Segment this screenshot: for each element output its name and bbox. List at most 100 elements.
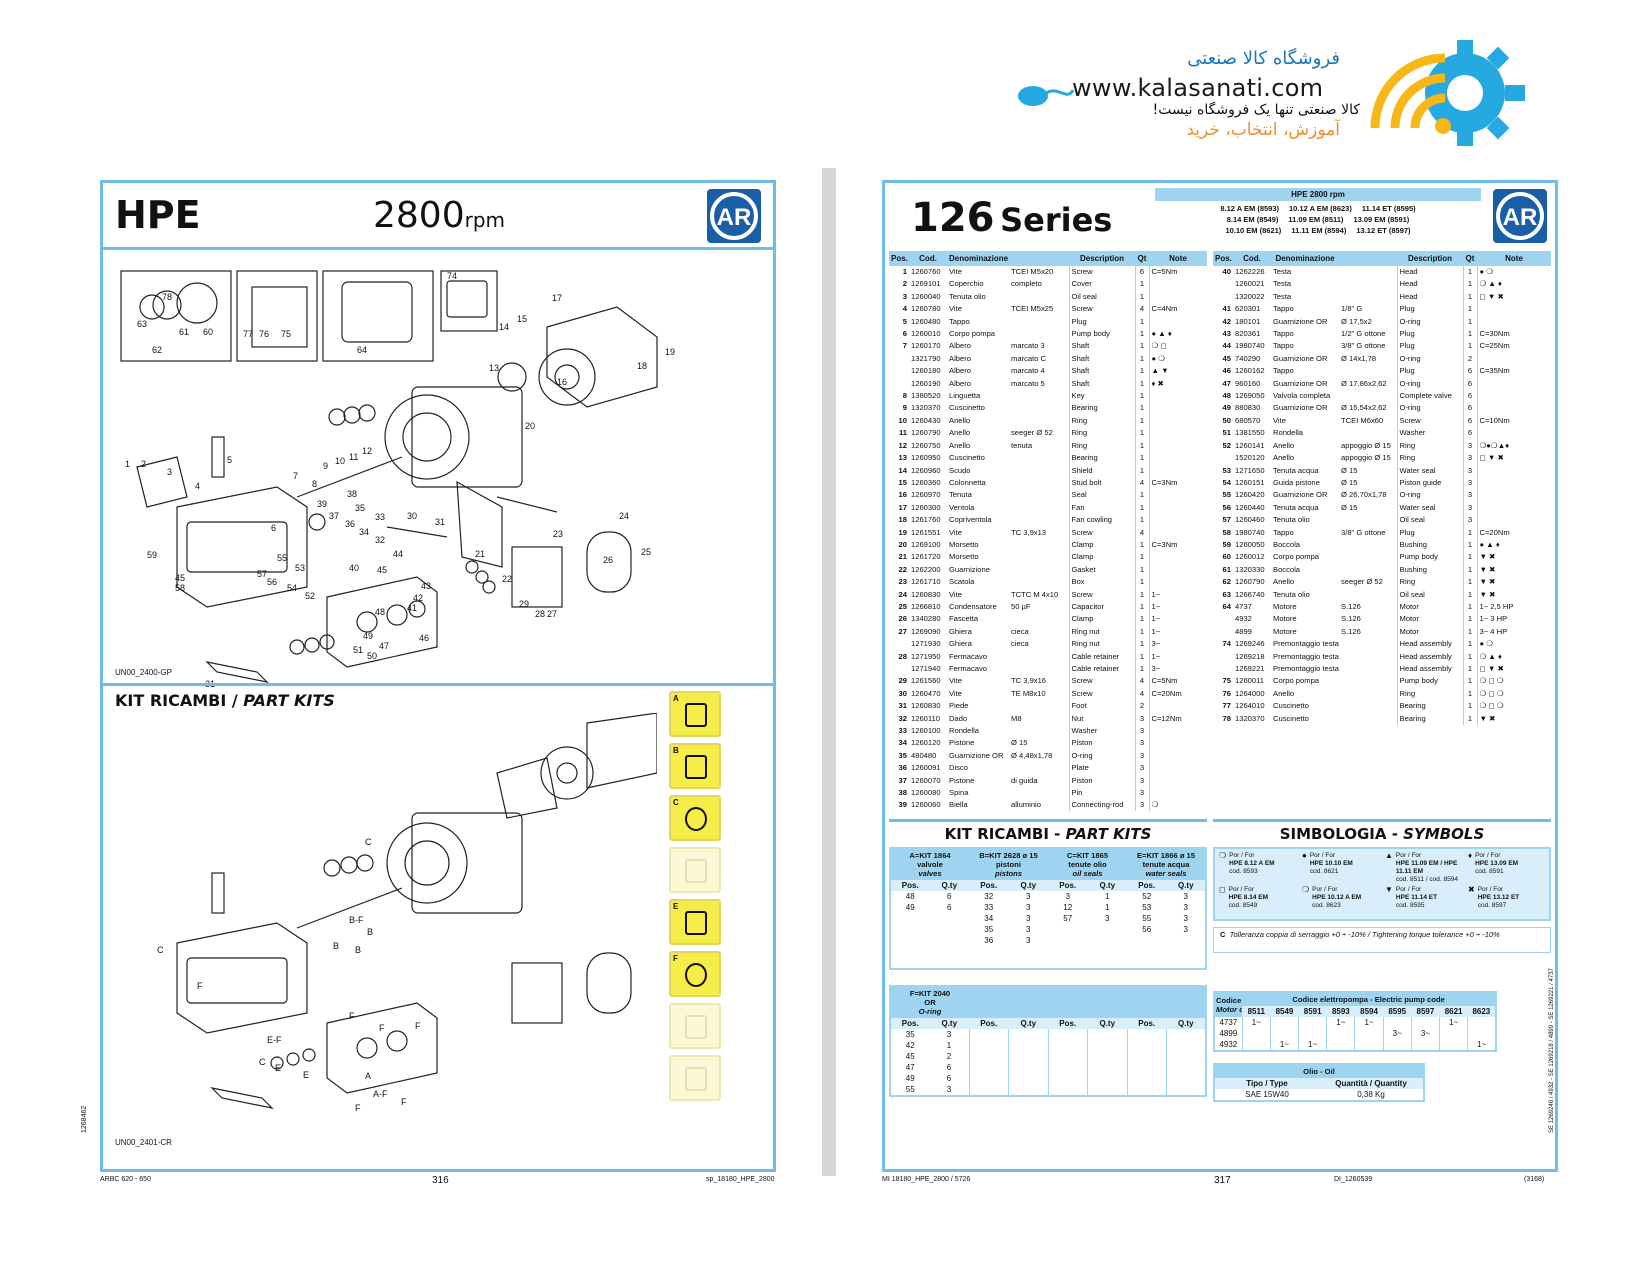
table-cell xyxy=(1476,427,1551,440)
table-cell: 1 xyxy=(1134,290,1149,304)
table-cell xyxy=(1148,464,1207,477)
table-cell: ❍ ◻ xyxy=(1148,340,1207,353)
kit-button-A[interactable]: A xyxy=(669,691,721,737)
table-cell: Ø 14x1,78 xyxy=(1341,353,1377,363)
svg-text:4: 4 xyxy=(195,481,200,491)
motor-cell xyxy=(1241,1039,1271,1051)
table-cell: 3 xyxy=(1462,514,1477,527)
table-cell: completo xyxy=(1011,279,1042,289)
table-cell xyxy=(1009,502,1069,514)
table-cell: 1260011 xyxy=(1235,676,1264,686)
table-cell: 49 xyxy=(1222,403,1231,413)
table-cell: 1260790 xyxy=(1235,577,1265,587)
table-cell: 23 xyxy=(898,577,907,587)
kits-title-it: KIT RICAMBI / xyxy=(115,691,244,710)
table-cell: 2 xyxy=(1134,700,1149,713)
table-cell: Tappo xyxy=(1273,366,1294,376)
table-cell: 1260180 xyxy=(911,366,941,376)
kit-button-F[interactable]: F xyxy=(669,951,721,997)
table-cell: 1271650 xyxy=(1235,465,1265,475)
table-cell: 14 xyxy=(898,465,907,475)
kit-button-blank[interactable] xyxy=(669,1055,721,1101)
banner-url[interactable]: www.kalasanati.com xyxy=(1072,74,1324,102)
table-cell: 50 xyxy=(1222,415,1231,425)
right-footer-left: MI 18180_HPE_2800 / 5726 xyxy=(882,1176,971,1183)
right-footer-mid: DI_1260539 xyxy=(1334,1176,1373,1183)
table-cell: 9 xyxy=(902,403,907,413)
table-cell: S.126 xyxy=(1341,626,1361,636)
kit-button-E[interactable]: E xyxy=(669,899,721,945)
table-cell: 1260010 xyxy=(911,329,941,339)
table-cell: 4932 xyxy=(1235,614,1252,624)
table-cell: 1340280 xyxy=(911,614,941,624)
table-cell: 740290 xyxy=(1235,353,1261,363)
oil-qty-header: Quantità / Quantity xyxy=(1335,1079,1407,1088)
table-cell: Oil seal xyxy=(1396,514,1463,527)
symbol-glyph: ▲ xyxy=(1385,851,1393,860)
svg-text:9: 9 xyxy=(323,461,328,471)
kit-pos: 12 xyxy=(1063,903,1073,912)
kit-cell-empty xyxy=(1166,1084,1206,1096)
table-cell: 2 xyxy=(902,279,907,289)
kit-qty: 3 xyxy=(1183,925,1188,934)
table-cell: ● ❍ xyxy=(1148,352,1207,366)
kit-button-B[interactable]: B xyxy=(669,743,721,789)
svg-text:25: 25 xyxy=(641,547,651,557)
kit-cell-empty xyxy=(1126,1062,1167,1073)
kit-qty: 6 xyxy=(946,1063,952,1072)
kit-cell-empty xyxy=(1126,1040,1167,1051)
kit-button-blank[interactable] xyxy=(669,1003,721,1049)
table-cell: 3/8" G ottone xyxy=(1341,341,1386,351)
table-cell: Pump body xyxy=(1396,675,1463,688)
table-cell: 4 xyxy=(1134,303,1149,316)
symbol-model: HPE 11.09 EM / HPE 11.11 EM xyxy=(1395,860,1458,875)
table-cell xyxy=(1339,551,1397,563)
table-cell: Premontaggio testa xyxy=(1273,664,1339,673)
kit-button-blank[interactable] xyxy=(669,847,721,893)
table-cell: Tappo xyxy=(1273,527,1294,537)
table-cell: 3~ 4 HP xyxy=(1476,625,1551,639)
kit-pos xyxy=(1127,957,1167,969)
table-cell: C=3Nm xyxy=(1148,476,1207,490)
table-cell xyxy=(1339,390,1397,402)
table-cell: 64 xyxy=(1222,601,1231,611)
kit-qty: 3 xyxy=(1026,914,1031,923)
table-cell: 1 xyxy=(1134,452,1149,465)
svg-text:B: B xyxy=(367,927,373,937)
model-row: 8.14 EM (8549)11.09 EM (8511)13.09 EM (8… xyxy=(1155,214,1481,225)
table-header-cell xyxy=(1009,251,1069,266)
kit-qty xyxy=(1088,935,1128,946)
kit-col-pos: Pos. xyxy=(1138,1019,1156,1028)
table-cell xyxy=(1148,737,1207,750)
table-cell xyxy=(1009,477,1069,489)
table-cell: 1 xyxy=(1134,663,1149,676)
table-cell: 26 xyxy=(898,614,907,624)
kit-button-C[interactable]: C xyxy=(669,795,721,841)
motor-cell: 1~ xyxy=(1467,1039,1496,1051)
gear-logo-icon xyxy=(1370,40,1525,146)
symbol-cod: cod. 8511 / cod. 8594 xyxy=(1395,876,1458,883)
table-cell: Ø 15 xyxy=(1341,477,1358,487)
table-cell: Guida pistone xyxy=(1273,477,1320,487)
table-cell: 1/8" G xyxy=(1341,304,1363,314)
symbol-model: HPE 10.12 A EM xyxy=(1312,894,1362,901)
table-cell: Screw xyxy=(1068,303,1135,316)
table-cell: 19 xyxy=(898,527,907,537)
table-cell: 1260950 xyxy=(911,453,941,463)
svg-text:27: 27 xyxy=(547,609,557,619)
svg-text:F: F xyxy=(379,1023,385,1033)
